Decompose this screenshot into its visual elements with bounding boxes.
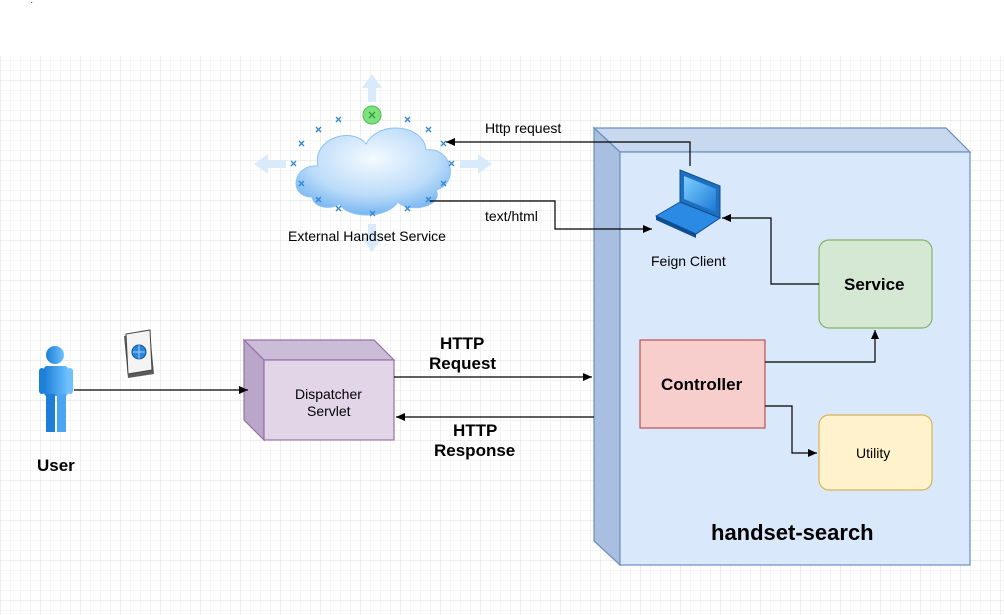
utility-label: Utility: [856, 445, 891, 461]
cloud-direction-arrows: [254, 74, 492, 252]
controller-label: Controller: [661, 375, 743, 394]
edge-text-html-response: [430, 200, 652, 233]
http-request-small-label: Http request: [485, 120, 562, 136]
http-request-label-line1: HTTP: [440, 334, 485, 353]
cloud-connection-markers: [290, 116, 455, 217]
edge-service-to-feign: [722, 214, 819, 285]
http-response-label-line1: HTTP: [453, 421, 498, 440]
feign-client-label: Feign Client: [651, 253, 726, 269]
handset-search-label: handset-search: [711, 520, 874, 545]
dispatcher-label-line2: Servlet: [307, 403, 351, 419]
user-label: User: [37, 456, 75, 475]
external-service-cloud[interactable]: [254, 74, 492, 252]
stray-dot: ·: [30, 0, 34, 8]
external-service-label: External Handset Service: [288, 228, 446, 244]
user-icon[interactable]: [39, 346, 73, 432]
dispatcher-label-line1: Dispatcher: [295, 386, 362, 402]
http-request-label-line2: Request: [429, 354, 497, 373]
web-page-icon: [124, 329, 154, 378]
service-label: Service: [844, 275, 905, 294]
edge-controller-to-utility: [765, 405, 817, 457]
text-html-label: text/html: [485, 208, 538, 224]
laptop-icon[interactable]: [654, 169, 722, 238]
utility-box[interactable]: [818, 414, 933, 491]
dispatcher-servlet-box[interactable]: [242, 338, 396, 442]
controller-box[interactable]: [639, 339, 766, 429]
http-response-label-line2: Response: [434, 441, 516, 460]
edge-controller-to-service: [765, 330, 879, 363]
edge-http-request-to-external: [446, 138, 691, 166]
